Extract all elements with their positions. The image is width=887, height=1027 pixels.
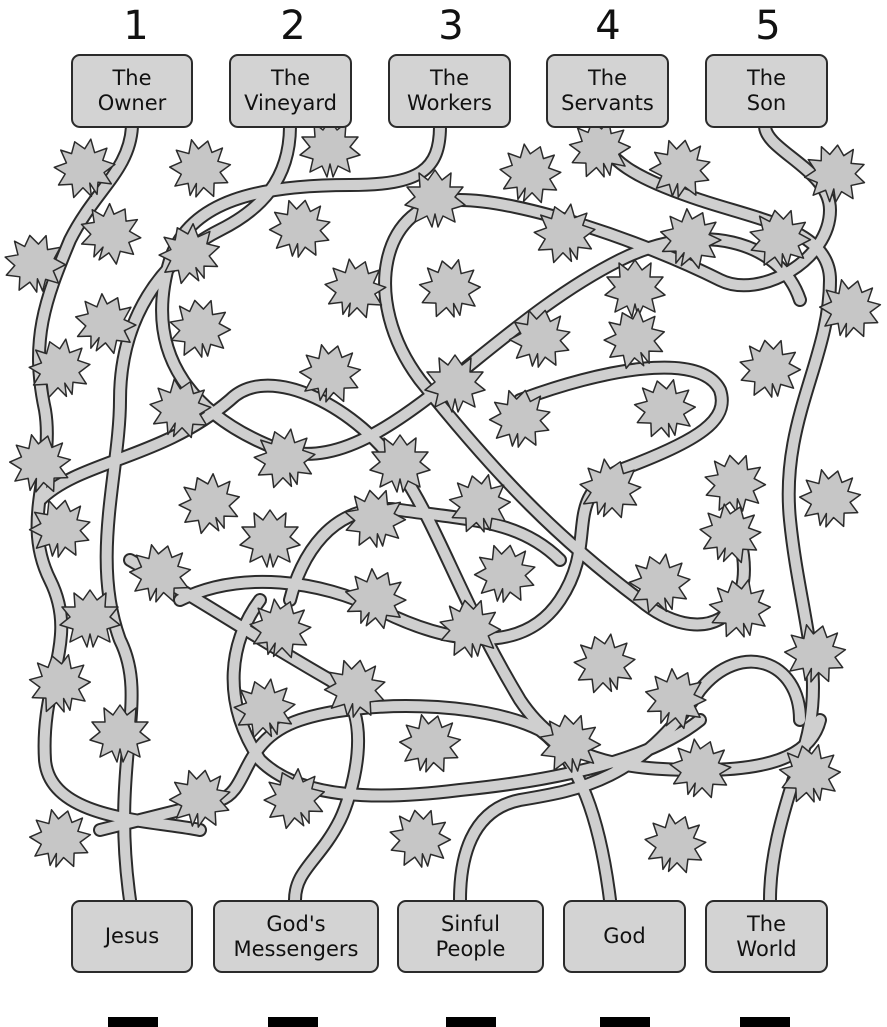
top-label-son: The Son [746,66,787,115]
bottom-box-jesus: Jesus [71,900,193,973]
grape-leaf-12 [802,141,869,206]
vine-8 [455,656,805,905]
top-box-workers: The Workers [388,54,511,128]
answer-blank-1[interactable] [108,1017,158,1027]
grape-leaf-2 [163,132,238,205]
answer-blank-4[interactable] [600,1017,650,1027]
top-label-vineyard: The Vineyard [244,66,337,115]
grape-leaf-58 [393,707,468,780]
bottom-label-world: The World [736,911,797,961]
vine-11 [228,595,705,801]
grape-leaf-45 [470,539,541,608]
grape-leaf-37 [169,464,250,543]
bottom-label-sinful-people: Sinful People [435,911,506,961]
vine-6 [125,555,364,905]
grape-leaf-66 [636,805,715,882]
bottom-box-world: The World [705,900,828,973]
answer-blank-2[interactable] [268,1017,318,1027]
bottom-label-gods-messengers: God's Messengers [233,911,359,961]
grape-leaf-65 [384,804,455,873]
answer-blank-3[interactable] [446,1017,496,1027]
grape-leaf-3 [299,119,361,178]
grape-leaf-52 [565,625,644,702]
top-label-workers: The Workers [407,66,492,115]
bottom-box-gods-messengers: God's Messengers [213,900,379,973]
grape-leaf-35 [699,449,770,518]
number-3: 3 [438,3,464,49]
grape-leaf-40 [691,495,770,572]
answer-blank-5[interactable] [740,1017,790,1027]
top-label-owner: The Owner [97,66,167,115]
number-2: 2 [280,3,306,49]
grape-leaf-23 [505,304,576,373]
grape-leaf-11 [645,134,716,203]
bottom-box-sinful-people: Sinful People [397,900,544,973]
grape-leaf-7 [265,194,336,263]
bottom-label-jesus: Jesus [104,924,160,948]
top-box-servants: The Servants [546,54,669,128]
grape-leaf-36 [793,462,868,535]
top-box-vineyard: The Vineyard [229,54,352,128]
top-label-servants: The Servants [561,66,654,115]
bottom-box-god: God [563,900,686,973]
vine-12 [285,503,565,605]
bottom-label-god: God [603,924,646,948]
grape-leaf-27 [734,334,805,403]
grape-leaf-41 [239,509,301,568]
grape-leaf-56 [89,704,151,763]
top-box-owner: The Owner [71,54,193,128]
top-box-son: The Son [705,54,828,128]
number-1: 1 [123,3,149,49]
number-4: 4 [595,3,621,49]
number-5: 5 [755,3,781,49]
grape-leaf-18 [412,252,487,325]
